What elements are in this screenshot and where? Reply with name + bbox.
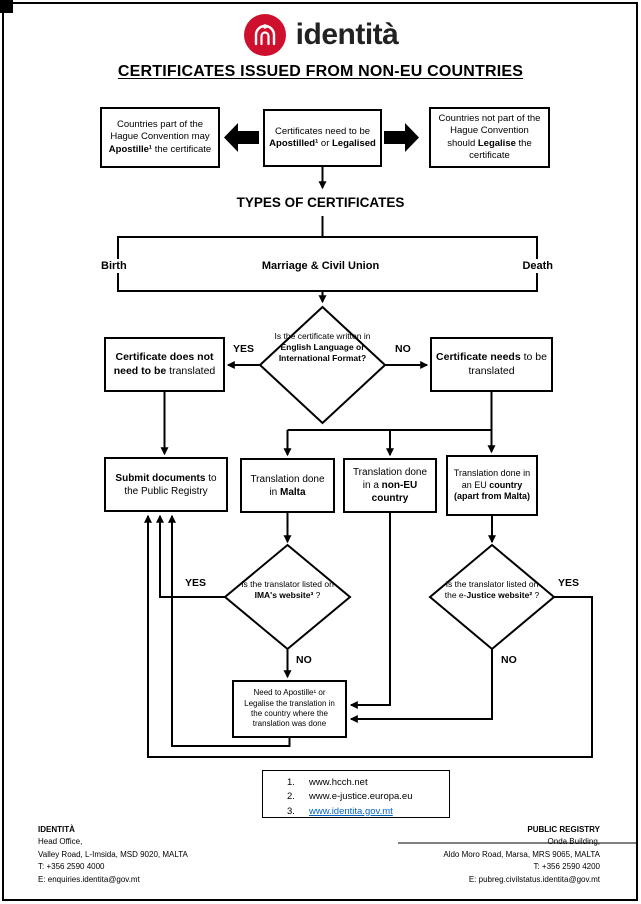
type-death: Death [518, 259, 557, 273]
footer-identita-title: IDENTITÀ [38, 825, 75, 834]
label-yes-d3: YES [557, 577, 581, 589]
footer-identita-email: E: enquiries.identita@gov.mt [38, 874, 140, 884]
d3-post: ? [532, 590, 540, 601]
translation-malta-text: Translation done in Malta [246, 473, 329, 499]
d3-pre: Is the translator listed on the e- [444, 579, 539, 601]
d1-bold: English Language or International Format… [278, 342, 367, 364]
submit-public-registry-text: Submit documents to the Public Registry [110, 472, 222, 498]
translation-eu-text: Translation done in an EU country (apart… [452, 468, 532, 503]
arrow-noneu-to-apostille [349, 513, 391, 709]
decision-english-format-text: Is the certificate written in English La… [270, 331, 375, 364]
footnote-identita-link[interactable]: www.identita.gov.mt [309, 805, 393, 817]
page-title: CERTIFICATES ISSUED FROM NON-EU COUNTRIE… [117, 63, 524, 80]
footer-registry-title: PUBLIC REGISTRY [527, 825, 600, 834]
footer-registry-phone: T: +356 2590 4200 [533, 862, 600, 872]
d2-bold: IMA's website³ [254, 590, 314, 601]
malta-bold: Malta [280, 486, 306, 498]
d2-post: ? [313, 590, 321, 601]
certificate-needs-translation-box: Certificate needs to be translated [430, 337, 553, 392]
footnote-hcch-link: www.hcch.net [309, 777, 368, 788]
footnotes-box: 1. www.hcch.net 2. www.e-justice.europa.… [262, 770, 450, 818]
footer-public-registry: PUBLIC REGISTRY Onda Building, Aldo Moro… [443, 824, 600, 886]
nottrans-post: translated [166, 364, 216, 377]
type-birth: Birth [97, 259, 131, 273]
center-pre: Certificates need to be [274, 125, 371, 137]
noneu-pre: Translation done in a [352, 467, 428, 491]
hague-pre: Countries part of the Hague Convention m… [110, 118, 210, 143]
needstrans-bold: Certificate needs [436, 350, 521, 363]
translation-malta-box: Translation done in Malta [240, 458, 335, 513]
footer-registry-line: Aldo Moro Road, Marsa, MRS 9065, MALTA [443, 849, 600, 859]
identita-logo-icon [243, 14, 286, 56]
arrow-d2-yes-to-submit [156, 514, 225, 598]
type-marriage-civil-union: Marriage & Civil Union [257, 259, 384, 273]
footnote-row: 3. www.identita.gov.mt [287, 805, 449, 819]
d1-pre: Is the certificate written in [274, 331, 371, 341]
non-hague-convention-box: Countries not part of the Hague Conventi… [429, 107, 550, 168]
arrow-apostille-to-submit [168, 514, 291, 747]
types-heading: TYPES OF CERTIFICATES [236, 195, 405, 210]
eu-pre: Translation done in an EU [453, 467, 531, 490]
footnote-row: 1. www.hcch.net [287, 776, 449, 790]
hague-bold: Apostille¹ [108, 143, 153, 155]
certificate-not-translated-text: Certificate does not need to be translat… [110, 351, 219, 378]
eu-bold: country (apart from Malta) [453, 479, 530, 502]
submit-post: to the Public Registry [124, 472, 217, 497]
submit-public-registry-box: Submit documents to the Public Registry [104, 457, 228, 512]
footer-registry-line: Onda Building, [547, 837, 600, 847]
brand-name: identità [295, 18, 399, 51]
certificates-need-apostille-box: Certificates need to be Apostilled¹ or L… [263, 109, 382, 167]
label-yes-d1: YES [232, 343, 256, 355]
footer-identita-line: Valley Road, L-Imsida, MSD 9020, MALTA [38, 849, 188, 859]
non-hague-convention-text: Countries not part of the Hague Conventi… [435, 113, 544, 162]
footnote-number: 1. [287, 777, 295, 788]
hague-convention-box: Countries part of the Hague Convention m… [100, 107, 220, 168]
footer-identita-line: Head Office, [38, 837, 83, 847]
block-arrow-right-icon [384, 123, 419, 152]
footnote-row: 2. www.e-justice.europa.eu [287, 790, 449, 804]
apostille-translation-text: Need to Apostille¹ or Legalise the trans… [244, 688, 335, 729]
center-bold1: Apostilled¹ [269, 138, 319, 149]
d3-bold: Justice website² [466, 590, 533, 601]
decision-english-format-diamond [258, 305, 387, 425]
footnote-number: 2. [287, 791, 295, 803]
needstrans-post: to be translated [468, 350, 547, 377]
footnote-ejustice-link: www.e-justice.europa.eu [309, 791, 413, 803]
hague-convention-text: Countries part of the Hague Convention m… [106, 119, 214, 156]
footer-registry-email: E: pubreg.civilstatus.identita@gov.mt [468, 874, 600, 884]
footer-identita-phone: T: +356 2590 4000 [38, 862, 105, 872]
noneu-bold: non-EU country [371, 480, 418, 504]
label-no-d2: NO [295, 654, 313, 666]
malta-pre: Translation done in [250, 473, 325, 498]
footer-identita: IDENTITÀ Head Office, Valley Road, L-Ims… [38, 824, 188, 886]
nonhague-post: the certificate [469, 137, 532, 161]
label-no-d3: NO [500, 654, 518, 666]
translation-noneu-box: Translation done in a non-EU country [343, 458, 437, 513]
label-yes-d2: YES [184, 577, 208, 589]
arrow-d3-yes-to-submit [144, 514, 593, 758]
d2-pre: Is the translator listed on [241, 579, 334, 589]
corner-mark [0, 0, 13, 13]
center-mid: or [318, 138, 332, 149]
label-no-d1: NO [394, 343, 412, 355]
translation-eu-box: Translation done in an EU country (apart… [446, 455, 538, 516]
nottrans-bold: Certificate does not need to be [113, 350, 214, 377]
block-arrow-left-icon [224, 123, 259, 152]
certificate-needs-translation-text: Certificate needs to be translated [436, 351, 547, 378]
decision-ima-website-text: Is the translator listed on IMA's websit… [238, 579, 337, 601]
nonhague-pre: Countries not part of the Hague Conventi… [438, 112, 541, 149]
submit-bold: Submit documents [115, 472, 206, 484]
apostille-translation-box: Need to Apostille¹ or Legalise the trans… [232, 680, 347, 738]
hague-post: the certificate [152, 143, 212, 155]
footnote-number: 3. [287, 805, 295, 817]
arrow-d3-no-to-apostille [349, 649, 493, 723]
certificate-not-translated-box: Certificate does not need to be translat… [104, 337, 225, 392]
brand-header: identità [0, 13, 641, 57]
certificates-need-apostille-text: Certificates need to be Apostilled¹ or L… [269, 126, 376, 151]
translation-noneu-text: Translation done in a non-EU country [349, 466, 431, 505]
center-bold2: Legalised [332, 138, 376, 149]
nonhague-bold: Legalise [477, 137, 516, 149]
decision-ejustice-website-text: Is the translator listed on the e-Justic… [442, 579, 542, 601]
